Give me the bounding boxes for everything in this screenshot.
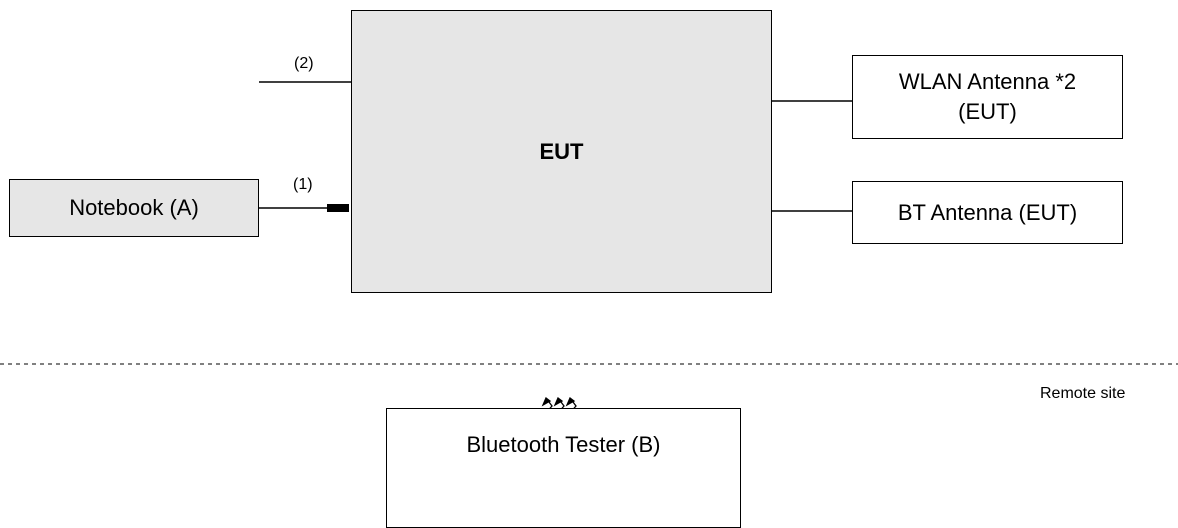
notebook-label: Notebook (A) [69,195,199,220]
bluetooth-tester-label: Bluetooth Tester (B) [466,432,661,457]
notebook-box: Notebook (A) [9,179,259,237]
cable-1-label: (1) [293,176,313,193]
wlan-antenna-label-line1: WLAN Antenna *2 [898,69,1077,94]
bt-antenna-box: BT Antenna (EUT) [852,181,1123,244]
bt-antenna-label: BT Antenna (EUT) [897,199,1078,225]
cable-2-label: (2) [294,55,314,72]
eut-label: EUT [539,138,584,164]
wlan-antenna-box: WLAN Antenna *2 (EUT) [852,55,1123,139]
cable-1-connector [327,204,349,212]
eut-box: EUT [351,10,772,293]
bluetooth-tester-box: Bluetooth Tester (B) [386,408,741,528]
remote-site-label: Remote site [1040,385,1126,402]
wlan-antenna-label-line2: (EUT) [958,99,1017,124]
